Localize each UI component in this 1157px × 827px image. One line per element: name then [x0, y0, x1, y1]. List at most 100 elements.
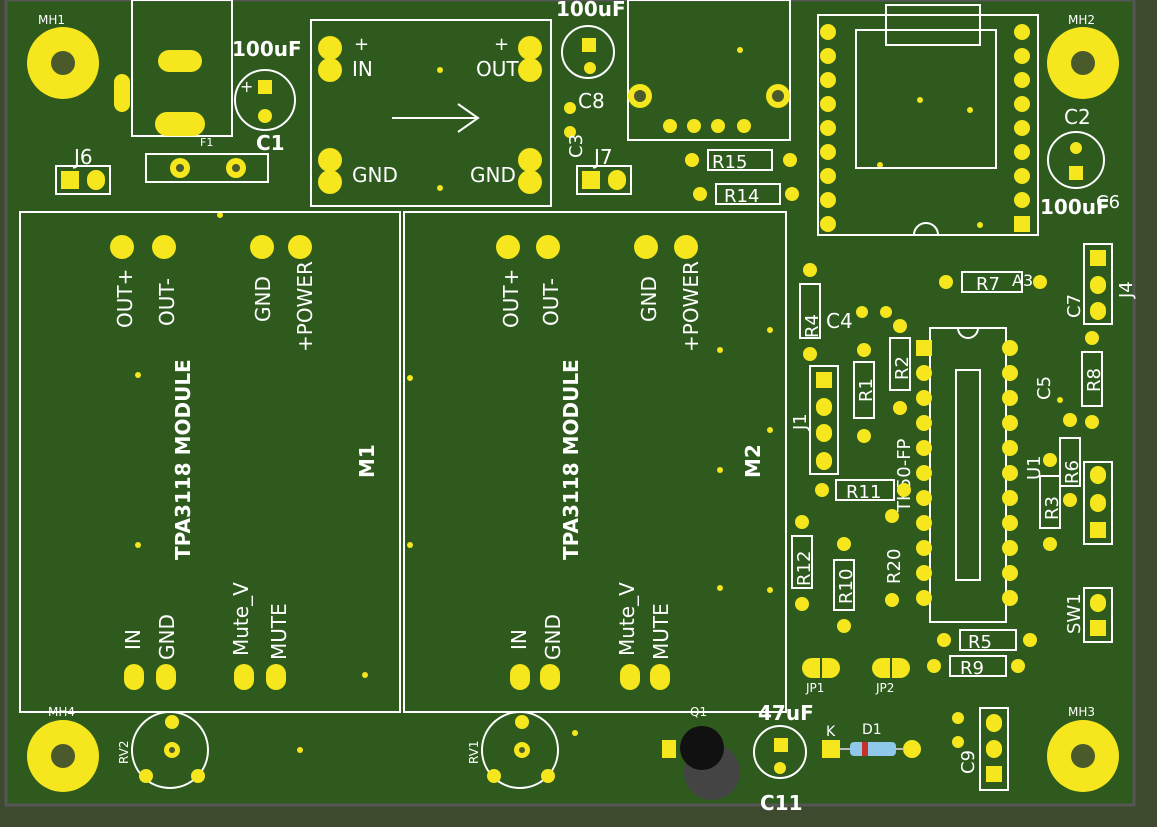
svg-text:+: +: [354, 34, 369, 55]
svg-text:GND: GND: [541, 614, 565, 660]
mp3-module: [817, 4, 1039, 236]
resistor-r10: R10: [833, 537, 857, 633]
svg-text:C6: C6: [1096, 192, 1120, 213]
connector-right-3pin: [1083, 461, 1113, 545]
svg-text:C5: C5: [1034, 376, 1055, 400]
svg-text:MH3: MH3: [1068, 705, 1095, 719]
svg-text:M2: M2: [741, 444, 765, 478]
mounting-hole-mh3: MH3: [1047, 705, 1119, 792]
switch-sw1: SW1: [1064, 587, 1113, 643]
resistor-r20: R20: [884, 509, 905, 607]
resistor-r6: R6: [1059, 413, 1083, 507]
resistor-r11: R11: [815, 479, 911, 503]
connector-j6: J6: [55, 145, 111, 195]
svg-text:JP2: JP2: [875, 681, 894, 695]
diode-d1: K D1: [822, 722, 921, 758]
dc-jack: [114, 0, 233, 137]
svg-text:R9: R9: [960, 658, 984, 679]
resistor-r5: R5: [937, 629, 1037, 653]
svg-text:J4: J4: [1116, 281, 1137, 299]
svg-text:R10: R10: [836, 569, 857, 604]
svg-text:R15: R15: [712, 152, 747, 173]
svg-text:+POWER: +POWER: [679, 261, 703, 352]
transistor-q1: Q1: [662, 705, 740, 800]
resistor-r3: R3: [1039, 453, 1063, 551]
svg-text:R14: R14: [724, 186, 759, 207]
svg-text:OUT+: OUT+: [113, 269, 137, 328]
svg-text:TK50-FP: TK50-FP: [894, 438, 915, 513]
svg-text:RV2: RV2: [117, 740, 131, 764]
capacitor-c8: 100uF C8: [556, 0, 626, 113]
svg-text:A3: A3: [1012, 271, 1033, 290]
capacitor-c5: C5: [1034, 376, 1055, 400]
small-module: [627, 0, 791, 141]
ic-dip-pins: [916, 340, 1018, 606]
svg-text:+POWER: +POWER: [293, 261, 317, 352]
svg-text:GND: GND: [470, 163, 516, 187]
connector-j1: J1: [790, 365, 839, 475]
connector-j7: J7: [576, 145, 632, 195]
connector-c9: C9: [952, 707, 1009, 791]
ic-label: TK50-FP: [894, 438, 915, 513]
jumper-jp2: JP2: [872, 658, 910, 695]
svg-text:R1: R1: [856, 378, 877, 402]
svg-text:R20: R20: [884, 549, 905, 584]
fuse-f1: F1: [145, 136, 269, 183]
svg-text:MH2: MH2: [1068, 13, 1095, 27]
svg-text:C3: C3: [566, 134, 587, 158]
capacitor-c1: 100uF + C1: [232, 37, 302, 155]
svg-text:IN: IN: [507, 629, 531, 650]
svg-text:R4: R4: [802, 314, 823, 338]
svg-text:R6: R6: [1062, 460, 1083, 484]
svg-text:C2: C2: [1064, 105, 1091, 129]
potentiometer-rv1: RV1: [467, 711, 559, 789]
svg-text:C4: C4: [826, 309, 853, 333]
svg-text:GND: GND: [155, 614, 179, 660]
mounting-hole-mh1: MH1: [27, 13, 99, 99]
jumper-jp1: JP1: [802, 658, 840, 695]
resistor-r12: R12: [791, 515, 815, 611]
amp-module-m2: OUT+ OUT- GND +POWER TPA3118 MODULE M2 I…: [403, 211, 787, 713]
svg-text:GND: GND: [352, 163, 398, 187]
svg-text:MUTE: MUTE: [649, 603, 673, 660]
copper-traces: [287, 97, 1133, 783]
mp3-module-pins: [820, 24, 1030, 232]
svg-text:TPA3118 MODULE: TPA3118 MODULE: [171, 359, 195, 560]
resistor-r8: R8: [1081, 331, 1105, 429]
svg-text:IN: IN: [121, 629, 145, 650]
svg-text:C11: C11: [760, 791, 803, 815]
svg-text:J1: J1: [790, 413, 811, 431]
svg-text:OUT: OUT: [476, 57, 519, 81]
svg-text:Mute_V: Mute_V: [615, 582, 639, 656]
svg-text:100uF: 100uF: [232, 37, 302, 61]
svg-text:RV1: RV1: [467, 740, 481, 764]
svg-text:R3: R3: [1042, 496, 1063, 520]
svg-text:R7: R7: [976, 274, 1000, 295]
svg-text:OUT-: OUT-: [539, 278, 563, 326]
svg-text:R8: R8: [1084, 368, 1105, 392]
svg-text:R11: R11: [846, 482, 881, 503]
resistor-r2: R2: [889, 319, 913, 415]
svg-text:R2: R2: [892, 356, 913, 380]
resistor-r15: R15: [685, 149, 797, 173]
vias: [135, 47, 1063, 753]
svg-text:C8: C8: [578, 89, 605, 113]
svg-text:C1: C1: [256, 131, 285, 155]
resistor-r7: R7 A3: [939, 271, 1047, 295]
svg-text:TPA3118 MODULE: TPA3118 MODULE: [559, 359, 583, 560]
svg-text:J7: J7: [592, 145, 613, 169]
resistor-r14: R14: [693, 183, 799, 207]
svg-text:F1: F1: [200, 136, 213, 149]
amp-module-m1: OUT+ OUT- GND +POWER TPA3118 MODULE M1 I…: [19, 211, 401, 713]
capacitor-c7: C7: [1064, 294, 1085, 318]
svg-text:Mute_V: Mute_V: [229, 582, 253, 656]
capacitor-c11: 47uF C11: [753, 701, 814, 815]
svg-text:JP1: JP1: [805, 681, 824, 695]
svg-text:+: +: [240, 77, 253, 96]
resistor-r4: R4: [799, 263, 823, 361]
svg-text:C7: C7: [1064, 294, 1085, 318]
regulator-module: + IN + OUT GND GND: [310, 19, 552, 207]
svg-text:J6: J6: [72, 145, 93, 169]
